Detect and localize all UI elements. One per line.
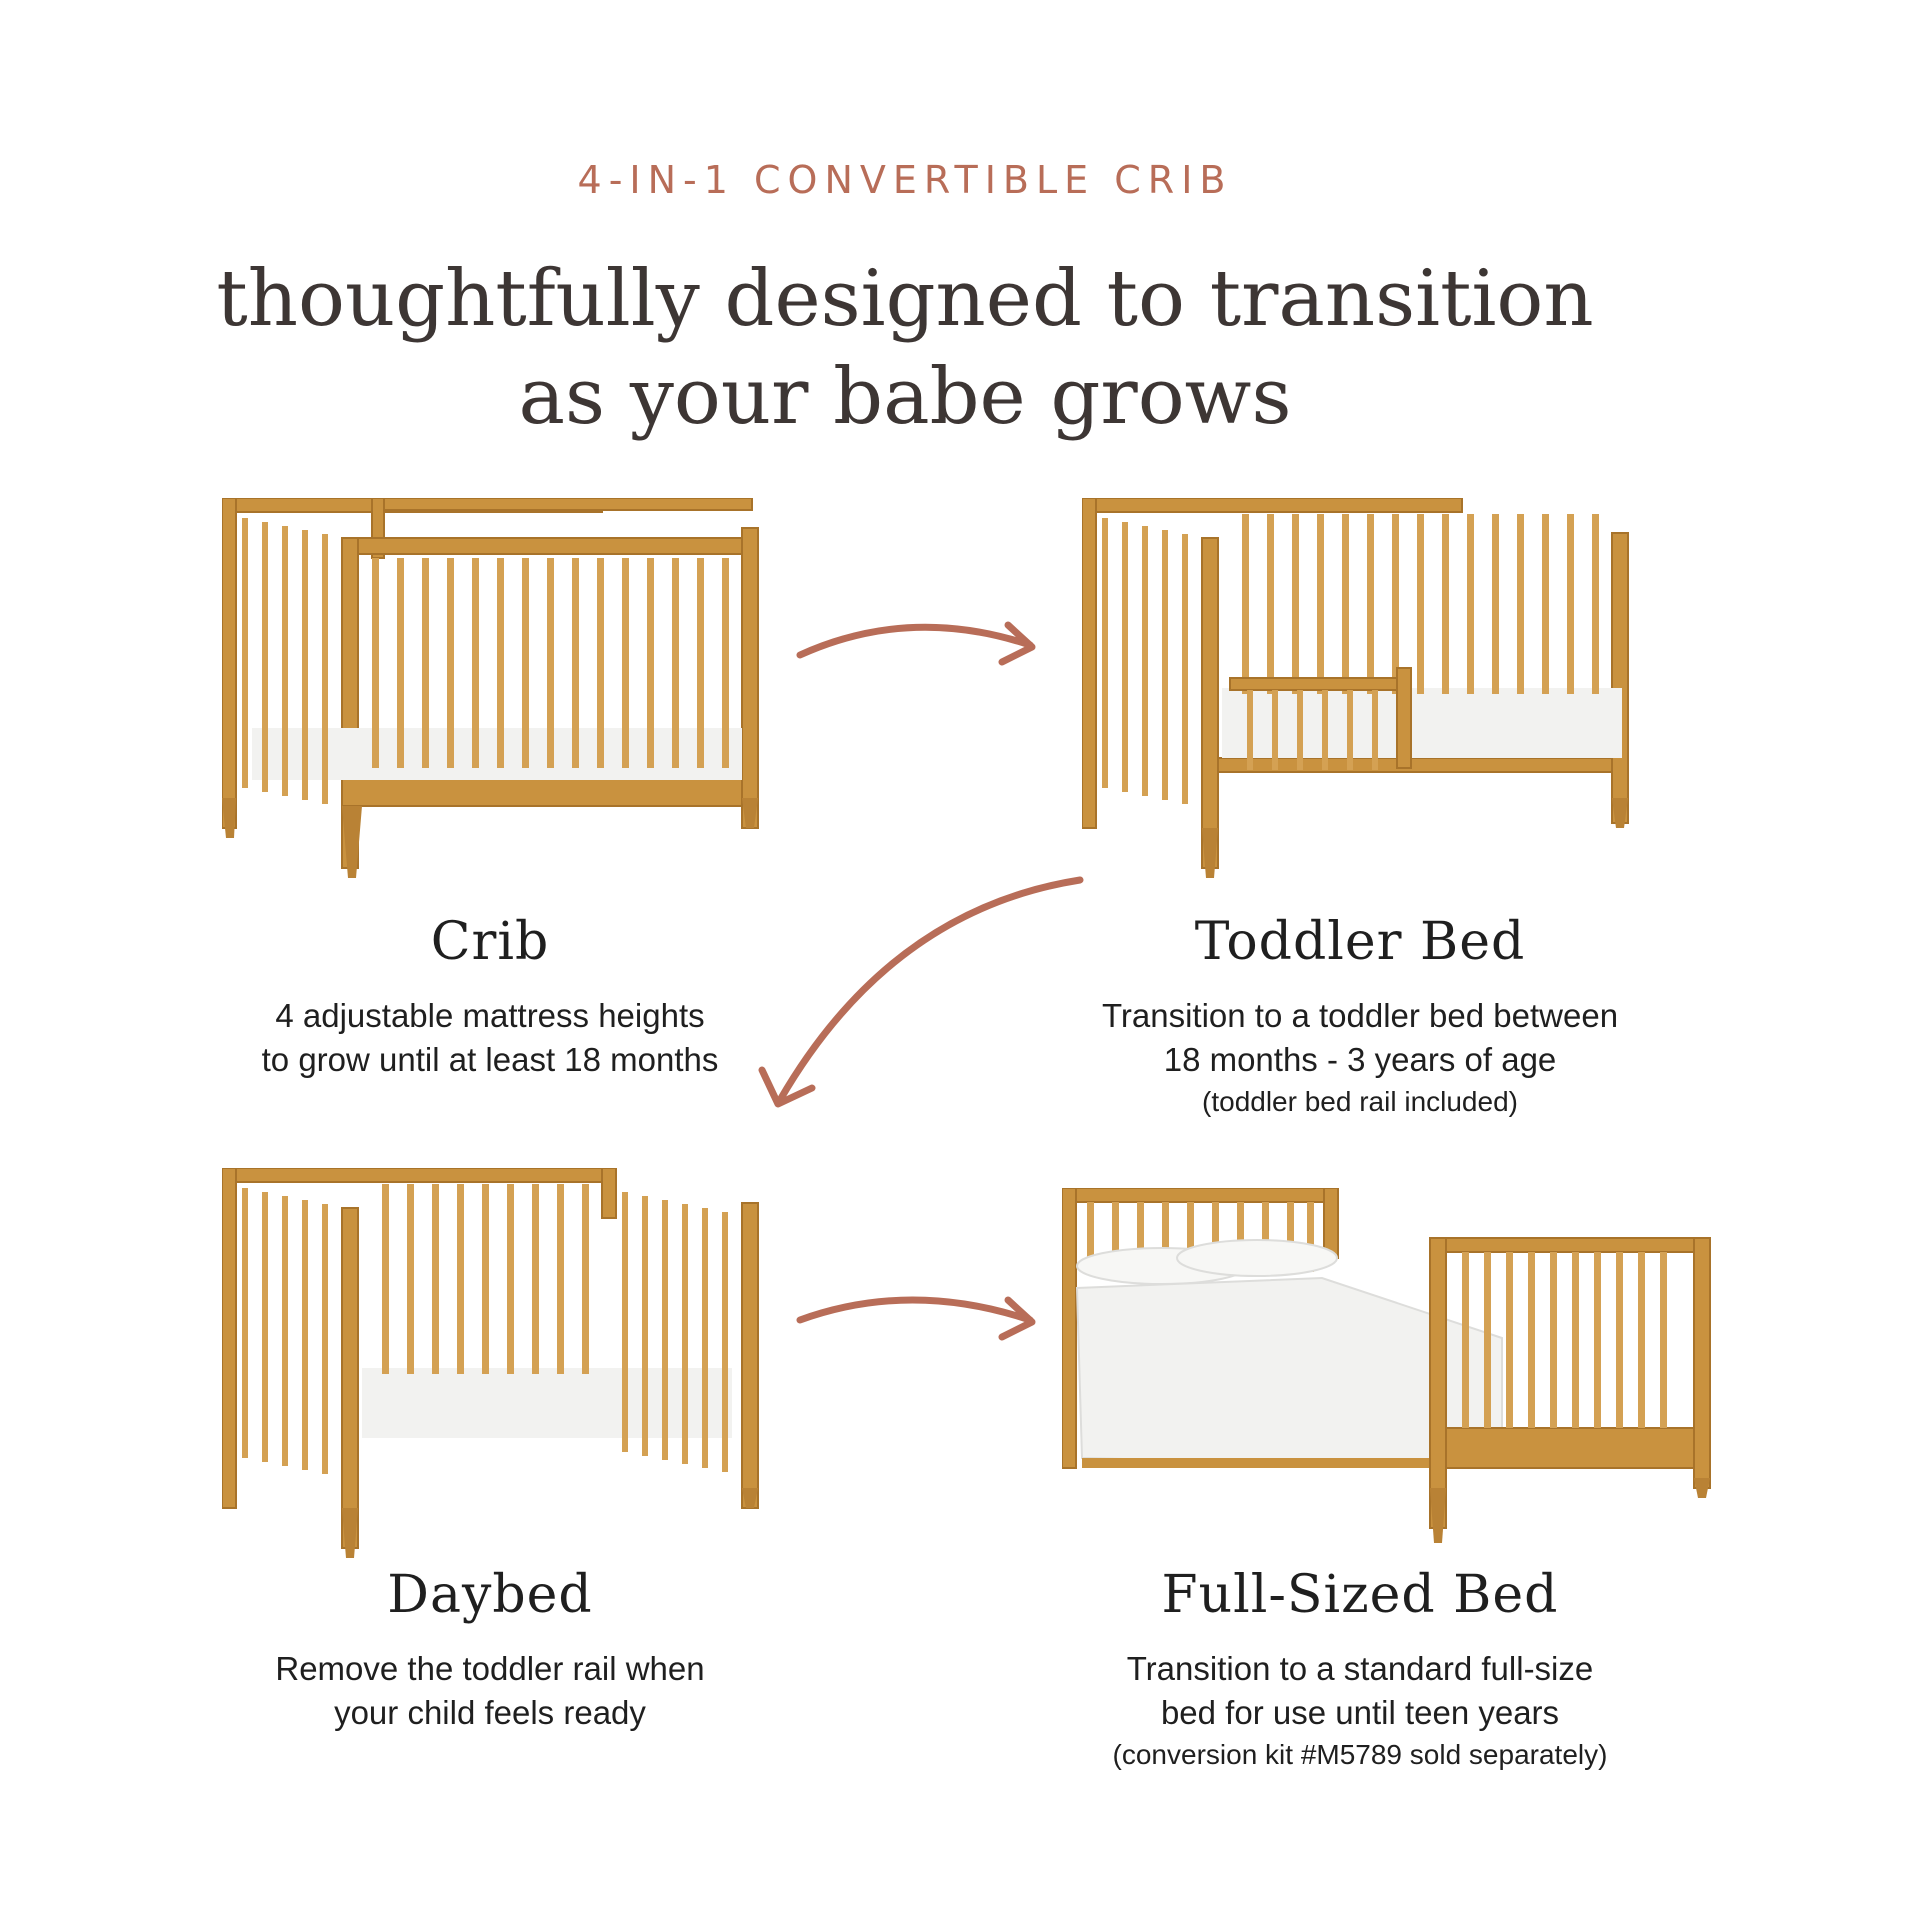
stage-description-line: Transition to a standard full-size: [1126, 1650, 1594, 1687]
stage-title: Toddler Bed: [1194, 912, 1526, 972]
full-size-bed-image: [1062, 1188, 1711, 1543]
eyebrow-label: 4-IN-1 CONVERTIBLE CRIB: [577, 158, 1233, 202]
stage-description-line: Remove the toddler rail when: [275, 1650, 705, 1687]
toddler-bed-image: [1082, 498, 1629, 878]
headline-line-2: as your babe grows: [518, 352, 1292, 442]
stage-toddler-bed: Toddler Bed Transition to a toddler bed …: [1040, 912, 1680, 1122]
stage-note: (toddler bed rail included): [1202, 1086, 1518, 1117]
stage-full-size-bed: Full-Sized Bed Transition to a standard …: [1040, 1565, 1680, 1775]
crib-image: [222, 498, 759, 878]
arrow-daybed-to-fullbed-icon: [796, 1296, 1036, 1341]
stage-daybed: Daybed Remove the toddler rail when your…: [200, 1565, 780, 1735]
stage-description-line: your child feels ready: [334, 1694, 646, 1731]
daybed-image: [222, 1168, 759, 1558]
stage-description-line: to grow until at least 18 months: [261, 1041, 719, 1078]
stage-description-line: 18 months - 3 years of age: [1163, 1041, 1557, 1078]
stage-note: (conversion kit #M5789 sold separately): [1112, 1739, 1608, 1770]
page-headline: thoughtfully designed to transition as y…: [0, 250, 1810, 446]
stage-title: Daybed: [387, 1565, 593, 1625]
stage-crib: Crib 4 adjustable mattress heights to gr…: [200, 912, 780, 1082]
arrow-crib-to-toddler-icon: [796, 621, 1036, 666]
headline-line-1: thoughtfully designed to transition: [216, 254, 1594, 344]
stage-title: Crib: [430, 912, 550, 972]
stage-description: Transition to a standard full-size bed f…: [1040, 1647, 1680, 1735]
stage-description-line: bed for use until teen years: [1160, 1694, 1560, 1731]
arrow-toddler-to-daybed-icon: [758, 876, 1084, 1108]
stage-description: Transition to a toddler bed between 18 m…: [1040, 994, 1680, 1082]
stage-description-line: Transition to a toddler bed between: [1101, 997, 1619, 1034]
stage-description: 4 adjustable mattress heights to grow un…: [200, 994, 780, 1082]
stage-description: Remove the toddler rail when your child …: [200, 1647, 780, 1735]
stage-title: Full-Sized Bed: [1161, 1565, 1559, 1625]
stage-description-line: 4 adjustable mattress heights: [275, 997, 705, 1034]
